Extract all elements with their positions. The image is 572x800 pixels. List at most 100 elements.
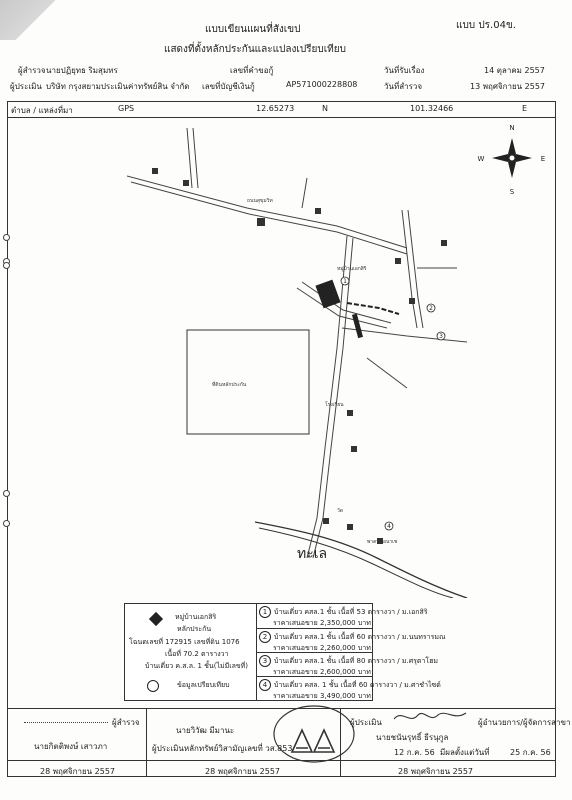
sig-surveyor-name: นายกิตติพงษ์ เสาวภา bbox=[34, 742, 108, 751]
landmark-icon bbox=[377, 538, 383, 544]
legend-collateral: หมู่บ้านเอกสิริ หลักประกัน โฉนดเลขที่ 17… bbox=[124, 603, 258, 701]
signature-date-divider bbox=[7, 760, 556, 761]
compass-w: W bbox=[478, 155, 485, 163]
collateral-legend-icon bbox=[148, 611, 164, 627]
appraiser-label: ผู้ประเมิน bbox=[10, 82, 42, 91]
landmark-icon bbox=[152, 168, 158, 174]
gps-label: GPS bbox=[118, 104, 135, 113]
compass-icon bbox=[492, 138, 532, 178]
form-title: แบบเขียนแผนที่สังเขป bbox=[205, 24, 301, 35]
legend-collateral-sub: หลักประกัน bbox=[177, 625, 212, 633]
comparable-1-price: ราคาเสนอขาย 2,350,000 บาท bbox=[273, 619, 371, 627]
marker-2 bbox=[426, 303, 436, 313]
collateral-building bbox=[315, 279, 341, 309]
collateral-plot bbox=[186, 329, 310, 435]
signature-col-divider bbox=[146, 708, 147, 777]
landmark-icon bbox=[347, 524, 353, 530]
road-north bbox=[186, 127, 193, 189]
compare-legend-icon bbox=[147, 680, 159, 692]
gps-longitude: 101.32466 bbox=[410, 104, 454, 113]
compass-s: S bbox=[510, 188, 515, 196]
signature-divider bbox=[7, 708, 556, 709]
surveyor-label: ผู้สำรวจ bbox=[18, 66, 46, 75]
marker-1 bbox=[340, 276, 350, 286]
comparable-4-price: ราคาเสนอขาย 3,490,000 บาท bbox=[273, 692, 371, 700]
sig-approver-name: นายชนันรุทธิ์ ธีรนุกูล bbox=[376, 733, 449, 742]
gps-lon-dir: E bbox=[522, 104, 528, 113]
map-label-beach: พาดหม่อนาเช bbox=[367, 539, 398, 545]
sig-surveyor-role: ผู้สำรวจ bbox=[112, 718, 140, 727]
comparable-3-price: ราคาเสนอขาย 2,600,000 บาท bbox=[273, 668, 371, 676]
landmark-icon bbox=[441, 240, 447, 246]
legend-area: เนื้อที่ 70.2 ตารางวา bbox=[165, 650, 229, 658]
legend-collateral-title: หมู่บ้านเอกสิริ bbox=[175, 613, 217, 621]
comparable-3-desc: บ้านเดี่ยว คสล.1 ชั้น เนื้อที่ 80 ตารางว… bbox=[274, 657, 439, 665]
sig-surveyor-date: 28 พฤศจิกายน 2557 bbox=[40, 767, 115, 776]
comparable-3-no: 3 bbox=[259, 655, 271, 667]
account-no: AP571000228808 bbox=[286, 80, 358, 89]
location-map: ที่ดินหลักประกัน 1 2 3 4 หมู่บ้านเอกสิริ… bbox=[126, 124, 545, 598]
company-seal-icon bbox=[273, 705, 355, 763]
road-main bbox=[126, 175, 408, 249]
sig-approver-date: 28 พฤศจิกายน 2557 bbox=[398, 767, 473, 776]
landmark-icon bbox=[395, 258, 401, 264]
sig-appraiser-role: ผู้ประเมินหลักทรัพย์วิสามัญเลขที่ วส.853 bbox=[152, 744, 293, 753]
sig-approver-dateline: 12 ก.ค. 56 bbox=[394, 748, 435, 757]
sig-surveyor-line bbox=[24, 722, 108, 723]
comparable-1-no: 1 bbox=[259, 606, 271, 618]
comparable-4-no: 4 bbox=[259, 679, 271, 691]
comparable-2-desc: บ้านเดี่ยว คสล.1 ชั้น เนื้อที่ 60 ตารางว… bbox=[274, 633, 446, 641]
binder-hole bbox=[3, 262, 10, 269]
approver-signature bbox=[393, 712, 467, 720]
marker-1-label: 1 bbox=[343, 278, 347, 285]
binder-hole bbox=[3, 520, 10, 527]
comparable-2-price: ราคาเสนอขาย 2,260,000 บาท bbox=[273, 644, 371, 652]
survey-date-label: วันที่สำรวจ bbox=[384, 82, 423, 91]
legend-deed: โฉนดเลขที่ 172915 เลขที่ดิน 1076 bbox=[129, 638, 240, 646]
sig-approver-role: ผู้อำนวยการ/ผู้จัดการสาขา bbox=[478, 718, 571, 727]
sig-appraiser-name: นายวิวัฒ มีมานะ bbox=[176, 726, 235, 735]
sig-approver-valid: มีผลตั้งแต่วันที่ bbox=[440, 748, 490, 757]
map-label-road: ถนนสุขุมวิท bbox=[247, 197, 273, 204]
form-code: แบบ ปร.04ข. bbox=[456, 20, 516, 31]
scan-corner-fold bbox=[0, 0, 60, 40]
road-side bbox=[296, 287, 388, 329]
marker-3 bbox=[436, 331, 446, 341]
comparable-1-desc: บ้านเดี่ยว คสล.1 ชั้น เนื้อที่ 53 ตารางว… bbox=[274, 608, 428, 616]
landmark-icon bbox=[351, 446, 357, 452]
sig-approver-prefix: ผู้ประเมิน bbox=[350, 718, 382, 727]
landmark-icon bbox=[323, 518, 329, 524]
comparable-2-no: 2 bbox=[259, 631, 271, 643]
legend-compare-label: ข้อมูลเปรียบเทียบ bbox=[177, 681, 230, 689]
map-label-village: หมู่บ้านเอกสิริ bbox=[337, 265, 367, 272]
road-branch bbox=[366, 357, 408, 389]
map-label-temple: วัด bbox=[337, 508, 343, 514]
map-label-school: โรงเรียน bbox=[325, 401, 344, 408]
sig-appraiser-date: 28 พฤศจิกายน 2557 bbox=[205, 767, 280, 776]
marker-4-label: 4 bbox=[387, 523, 391, 530]
document-frame bbox=[7, 101, 556, 777]
coastline bbox=[254, 521, 468, 598]
gps-lat-dir: N bbox=[322, 104, 328, 113]
legend-building: บ้านเดี่ยว ค.ส.ล. 1 ชั้น(ไม่มีเลขที่) bbox=[145, 662, 249, 670]
received-date-label: วันที่รับเรื่อง bbox=[384, 66, 425, 75]
railway-station bbox=[351, 313, 364, 339]
railway bbox=[346, 302, 400, 315]
marker-2-label: 2 bbox=[429, 305, 433, 312]
received-date: 14 ตุลาคม 2557 bbox=[484, 66, 545, 75]
compass-n: N bbox=[509, 124, 514, 132]
landmark-icon bbox=[315, 208, 321, 214]
binder-hole bbox=[3, 234, 10, 241]
request-no-label: เลขที่คำขอกู้ bbox=[230, 66, 274, 75]
account-label: เลขที่บัญชีเงินกู้ bbox=[202, 82, 255, 91]
sea-label: ทะเล bbox=[297, 546, 327, 562]
binder-hole bbox=[3, 490, 10, 497]
landmark-icon bbox=[257, 218, 265, 226]
surveyor-name: นายปฏิยุทธ ริมสุมทร bbox=[46, 66, 118, 75]
form-subtitle: แสดงที่ตั้งหลักประกันและแปลงเปรียบเทียบ bbox=[164, 44, 346, 55]
